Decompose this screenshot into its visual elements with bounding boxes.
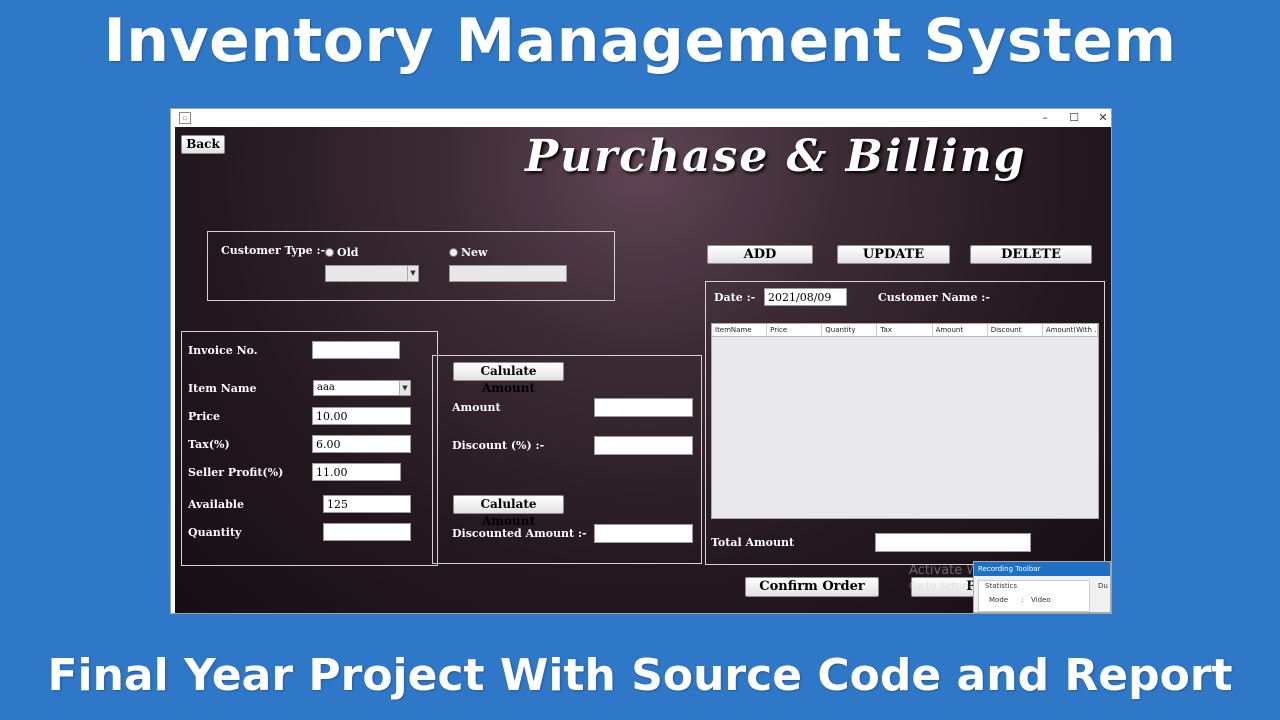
calculate-amount-button[interactable]: Calulate Amount <box>453 362 564 395</box>
chevron-down-icon: ▼ <box>399 381 410 395</box>
customer-name-label: Customer Name :- <box>878 291 990 304</box>
amount-label: Amount <box>452 401 501 414</box>
quantity-label: Quantity <box>188 526 242 539</box>
discounted-amount-input[interactable] <box>594 524 693 543</box>
app-window: ▫ – ☐ ✕ Back Purchase & Billing Customer… <box>170 108 1112 614</box>
customer-type-panel <box>207 231 615 301</box>
item-name-select[interactable]: aaa ▼ <box>313 380 411 396</box>
column-header-itemname[interactable]: ItemName <box>712 324 768 336</box>
recording-side-text: Du <box>1098 582 1108 590</box>
update-button[interactable]: UPDATE <box>837 245 950 264</box>
amount-input[interactable] <box>594 398 693 417</box>
new-customer-input[interactable] <box>449 265 567 282</box>
price-label: Price <box>188 410 220 423</box>
column-header-amount[interactable]: Amount <box>933 324 988 336</box>
add-button[interactable]: ADD <box>707 245 813 264</box>
bottom-banner-title: Final Year Project With Source Code and … <box>47 650 1233 701</box>
page-title: Purchase & Billing <box>525 131 1027 182</box>
customer-type-label: Customer Type :- <box>221 244 326 257</box>
price-input[interactable]: 10.00 <box>312 407 411 425</box>
bill-panel <box>705 281 1105 565</box>
minimize-button[interactable]: – <box>1042 111 1048 124</box>
recording-toolbar-title: Recording Toolbar <box>974 562 1110 576</box>
items-table[interactable]: ItemName Price Quantity Tax Amount Disco… <box>711 323 1099 519</box>
print-button-partial[interactable]: P <box>911 577 981 597</box>
discounted-amount-label: Discounted Amount :- <box>452 527 587 540</box>
invoice-input[interactable] <box>312 341 400 359</box>
confirm-order-button[interactable]: Confirm Order <box>745 577 879 597</box>
invoice-label: Invoice No. <box>188 344 258 357</box>
chevron-down-icon: ▼ <box>407 266 418 281</box>
delete-button[interactable]: DELETE <box>970 245 1092 264</box>
old-customer-label: Old <box>337 246 359 259</box>
total-amount-input[interactable] <box>875 533 1031 552</box>
item-name-label: Item Name <box>188 382 257 395</box>
tax-input[interactable]: 6.00 <box>312 435 411 453</box>
maximize-button[interactable]: ☐ <box>1069 111 1079 124</box>
new-customer-radio[interactable] <box>449 248 458 257</box>
statistics-label: Statistics <box>985 582 1017 590</box>
quantity-input[interactable] <box>323 523 411 541</box>
column-header-price[interactable]: Price <box>767 324 823 336</box>
column-header-tax[interactable]: Tax <box>877 324 933 336</box>
recording-stats-box: Statistics Mode : Video <box>978 580 1090 612</box>
date-label: Date :- <box>714 291 756 304</box>
mode-separator: : <box>1021 596 1024 604</box>
app-window-icon: ▫ <box>179 112 191 124</box>
column-header-amount-with[interactable]: Amount(With ... <box>1043 324 1098 336</box>
back-button[interactable]: Back <box>181 135 225 154</box>
item-name-value: aaa <box>317 382 335 393</box>
top-banner-title: Inventory Management System <box>103 6 1177 76</box>
recording-toolbar[interactable]: Recording Toolbar Statistics Mode : Vide… <box>973 561 1111 613</box>
mode-label: Mode <box>989 596 1009 604</box>
close-button[interactable]: ✕ <box>1098 111 1108 124</box>
calculate-discount-button[interactable]: Calulate Amount <box>453 495 564 528</box>
available-label: Available <box>188 498 244 511</box>
old-customer-select[interactable]: ▼ <box>325 265 419 282</box>
table-header: ItemName Price Quantity Tax Amount Disco… <box>712 324 1098 337</box>
tax-label: Tax(%) <box>188 438 230 451</box>
app-content: Back Purchase & Billing Customer Type :-… <box>175 127 1111 613</box>
seller-profit-label: Seller Profit(%) <box>188 466 284 479</box>
amount-panel <box>432 355 702 564</box>
new-customer-label: New <box>461 246 488 259</box>
discount-input[interactable] <box>594 436 693 455</box>
available-input[interactable]: 125 <box>323 495 411 513</box>
date-input[interactable]: 2021/08/09 <box>764 288 847 306</box>
window-titlebar: ▫ – ☐ ✕ <box>171 109 1111 127</box>
total-amount-label: Total Amount <box>711 536 795 549</box>
seller-profit-input[interactable]: 11.00 <box>312 463 401 481</box>
old-customer-radio[interactable] <box>325 248 334 257</box>
column-header-quantity[interactable]: Quantity <box>822 324 878 336</box>
column-header-discount[interactable]: Discount <box>988 324 1043 336</box>
mode-value: Video <box>1031 596 1051 604</box>
discount-label: Discount (%) :- <box>452 439 545 452</box>
item-details-panel <box>181 331 438 566</box>
